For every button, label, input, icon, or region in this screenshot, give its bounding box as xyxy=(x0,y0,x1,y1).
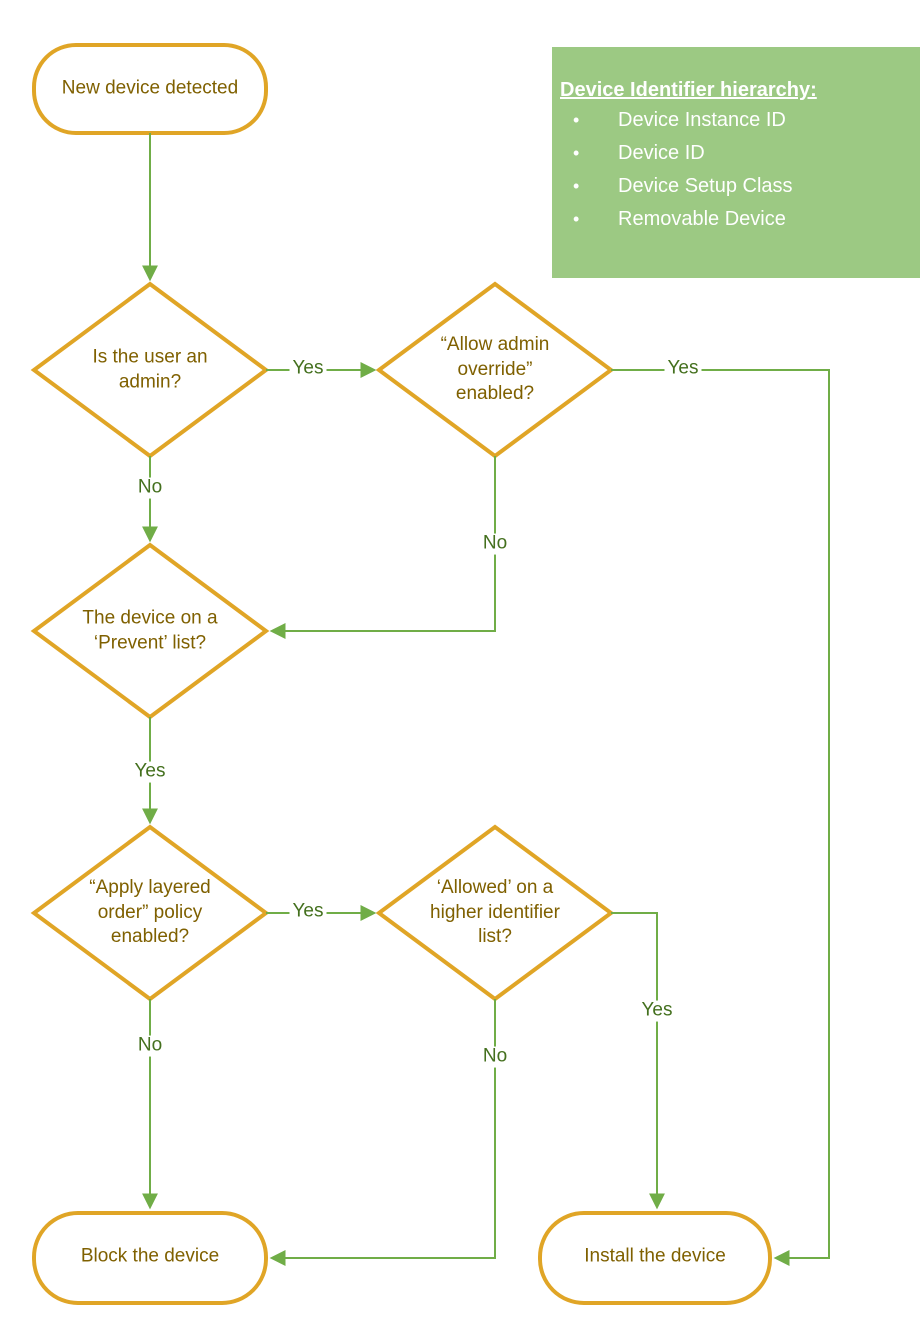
edge-higher-no-to-block xyxy=(269,999,496,1266)
decision-override-shape xyxy=(375,281,615,459)
list-item-label: Device Setup Class xyxy=(618,175,793,197)
decision-admin-shape xyxy=(30,281,270,459)
edge-label-override-yes: Yes xyxy=(664,358,702,380)
list-item: • Device Setup Class xyxy=(573,175,910,198)
block-terminal-shape xyxy=(32,1211,268,1305)
edge-label-higher-no: No xyxy=(479,1046,511,1068)
decision-prevent-shape xyxy=(30,542,270,720)
identifier-list: • Device Instance ID • Device ID • Devic… xyxy=(560,109,910,231)
list-item-label: Removable Device xyxy=(618,208,786,230)
edge-label-admin-no: No xyxy=(134,477,166,499)
decision-layered-shape xyxy=(30,824,270,1002)
list-item-label: Device ID xyxy=(618,142,705,164)
edge-label-layered-yes: Yes xyxy=(289,901,327,923)
list-item: • Removable Device xyxy=(573,208,910,231)
install-terminal-shape xyxy=(538,1211,772,1305)
edge-label-admin-yes: Yes xyxy=(289,358,327,380)
edge-label-higher-yes: Yes xyxy=(638,1000,676,1022)
edge-override-no-to-prevent xyxy=(269,456,496,639)
edge-higher-yes-to-install xyxy=(611,912,665,1210)
edge-label-prevent-yes: Yes xyxy=(131,761,169,783)
list-item: • Device Instance ID xyxy=(573,109,910,132)
identifier-hierarchy-panel: Device Identifier hierarchy: • Device In… xyxy=(552,47,920,278)
start-terminal-shape xyxy=(32,43,268,135)
edge-override-yes-to-install xyxy=(611,369,830,1266)
list-item-label: Device Instance ID xyxy=(618,109,786,131)
edge-label-override-no: No xyxy=(479,533,511,555)
bullet-icon: • xyxy=(573,176,580,196)
bullet-icon: • xyxy=(573,209,580,229)
list-item: • Device ID xyxy=(573,142,910,165)
decision-higher-shape xyxy=(375,824,615,1002)
bullet-icon: • xyxy=(573,143,580,163)
panel-title: Device Identifier hierarchy: xyxy=(560,79,817,101)
bullet-icon: • xyxy=(573,110,580,130)
edge-label-layered-no: No xyxy=(134,1035,166,1057)
